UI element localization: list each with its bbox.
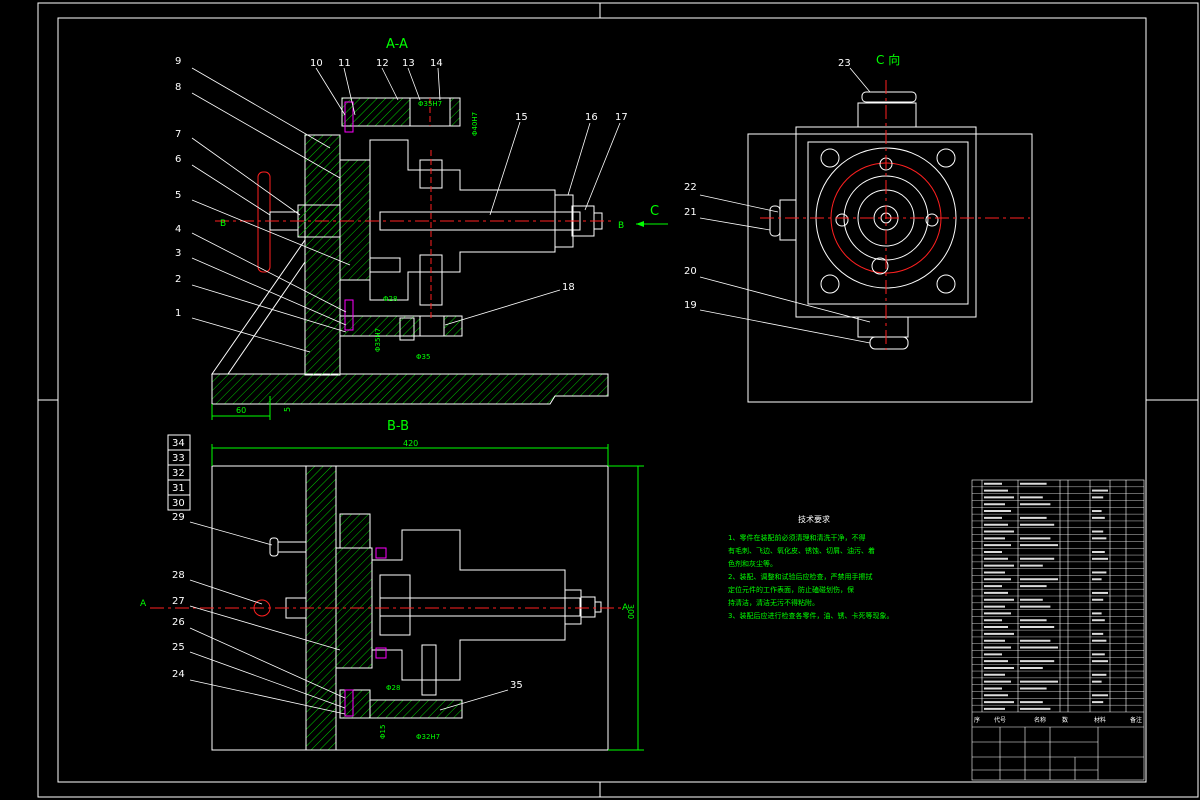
dim-5: 5 — [283, 407, 292, 412]
dim-bore-a4: Φ28 — [383, 295, 397, 303]
c-part-labels: 23 22 21 20 19 — [684, 58, 851, 311]
part-32: 32 — [172, 468, 185, 479]
part-25: 25 — [172, 642, 185, 653]
bb-shaft — [379, 597, 581, 617]
part-12: 12 — [376, 58, 389, 69]
aa-part-labels: 9 8 7 6 5 4 3 2 1 10 11 12 13 14 15 16 1… — [175, 56, 628, 319]
part-22: 22 — [684, 182, 697, 193]
bom-header-note: 备注 — [1130, 716, 1142, 724]
notes-line-4: 2、装配、调整和试验后应检查，严禁用手擦拭 — [728, 572, 872, 581]
c-base-plate — [747, 133, 1033, 403]
part-1: 1 — [175, 308, 181, 319]
part-10: 10 — [310, 58, 323, 69]
view-c: C 向 23 22 — [684, 52, 1033, 403]
part-21: 21 — [684, 207, 697, 218]
part-23: 23 — [838, 58, 851, 69]
part-29: 29 — [172, 512, 185, 523]
part-6: 6 — [175, 154, 181, 165]
part-15: 15 — [515, 112, 528, 123]
dim-420: 420 — [403, 439, 418, 448]
aa-handwheel — [257, 171, 271, 273]
part-7: 7 — [175, 129, 181, 140]
part-19: 19 — [684, 300, 697, 311]
part-17: 17 — [615, 112, 628, 123]
aa-workpiece — [369, 139, 556, 301]
mark-b-left: B — [220, 219, 226, 229]
bom-rows — [972, 482, 1144, 710]
dim-bore-b2: Φ28 — [386, 684, 400, 692]
aa-column — [304, 134, 341, 376]
view-c-title: C 向 — [876, 52, 900, 67]
bb-number-stack — [167, 434, 191, 511]
part-11: 11 — [338, 58, 351, 69]
notes-line-7: 3、装配后应进行检查各零件，油、锈、卡死等现象。 — [728, 611, 893, 620]
notes-line-5: 定位元件的工作表面，防止磕碰划伤，保 — [728, 585, 854, 594]
mark-a-right: A — [622, 603, 629, 613]
part-20: 20 — [684, 266, 697, 277]
dim-bore-a3: Φ35 — [416, 353, 430, 361]
mark-b-right: B — [618, 221, 624, 231]
aa-dimensions: 60 5 Φ35H7 Φ40H7 Φ35 Φ28 Φ35H7 — [211, 100, 479, 420]
bom-header-qty: 数 — [1062, 716, 1068, 724]
part-33: 33 — [172, 453, 185, 464]
part-28: 28 — [172, 570, 185, 581]
view-aa-title: A-A — [386, 37, 408, 52]
part-5: 5 — [175, 190, 181, 201]
part-30: 30 — [172, 498, 185, 509]
part-34: 34 — [172, 438, 185, 449]
technical-notes: 技术要求 1、零件在装配前必须清理和清洗干净，不得 有毛刺、飞边、氧化皮、锈蚀、… — [728, 514, 893, 620]
bb-dimensions: 420 300 Φ15 Φ28 Φ32H7 — [211, 439, 644, 751]
bb-leaders — [189, 521, 509, 715]
mark-a-left: A — [140, 599, 147, 609]
bb-workpiece — [371, 529, 566, 681]
notes-line-2: 有毛刺、飞边、氧化皮、锈蚀、切屑、油污、着 — [728, 546, 875, 555]
aa-shaft — [379, 211, 581, 231]
bom-header-name: 名称 — [1034, 716, 1046, 724]
view-bb-title: B-B — [387, 419, 409, 434]
part-13: 13 — [402, 58, 415, 69]
bom-header: 序 代号 名称 数 材料 备注 — [974, 716, 1142, 724]
dim-bore-b1: Φ15 — [379, 725, 387, 739]
part-9: 9 — [175, 56, 181, 67]
dim-60: 60 — [236, 406, 246, 415]
notes-line-6: 持清洁，清洁无污不得粘附。 — [728, 598, 819, 607]
part-27: 27 — [172, 596, 185, 607]
c-leaders — [699, 67, 871, 344]
part-8: 8 — [175, 82, 181, 93]
bom-header-idx: 序 — [974, 716, 980, 724]
c-knurl-left — [769, 205, 781, 237]
part-14: 14 — [430, 58, 443, 69]
aa-rotary-plate — [339, 159, 371, 281]
part-16: 16 — [585, 112, 598, 123]
dim-bore-a5: Φ35H7 — [374, 328, 382, 352]
bb-part-labels: 34 33 32 31 30 29 28 27 26 25 24 35 — [172, 438, 523, 691]
part-26: 26 — [172, 617, 185, 628]
dim-300: 300 — [626, 604, 635, 619]
part-18: 18 — [562, 282, 575, 293]
view-aa: A-A — [175, 37, 668, 420]
part-3: 3 — [175, 248, 181, 259]
bom-header-code: 代号 — [994, 716, 1006, 724]
aa-leaders — [191, 67, 621, 353]
notes-line-1: 1、零件在装配前必须清理和清洗干净，不得 — [728, 533, 865, 542]
notes-heading: 技术要求 — [798, 514, 830, 524]
c-knurl-bottom — [869, 336, 909, 350]
notes-line-3: 色剂和灰尘等。 — [728, 559, 777, 568]
mark-c-arrow: C — [650, 204, 659, 219]
c-knurl-top — [861, 91, 917, 103]
part-35: 35 — [510, 680, 523, 691]
dim-bore-b3: Φ32H7 — [416, 733, 440, 741]
part-2: 2 — [175, 274, 181, 285]
part-31: 31 — [172, 483, 185, 494]
bom-header-material: 材料 — [1094, 716, 1106, 724]
dim-bore-a2: Φ40H7 — [471, 112, 479, 136]
part-24: 24 — [172, 669, 185, 680]
view-bb: B-B A A 420 300 — [140, 419, 644, 751]
part-4: 4 — [175, 224, 181, 235]
dim-bore-a1: Φ35H7 — [418, 100, 442, 108]
aa-base — [211, 373, 609, 405]
